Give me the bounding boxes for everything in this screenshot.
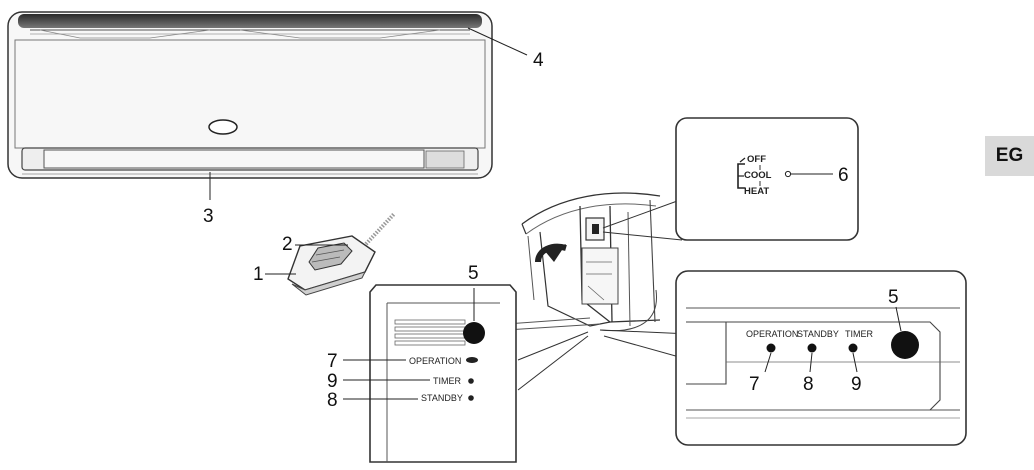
callout-7-right: 7 bbox=[749, 374, 760, 395]
left-operation-label: OPERATION bbox=[409, 356, 461, 366]
display-window bbox=[208, 119, 238, 135]
left-standby-label: STANDBY bbox=[421, 393, 463, 403]
signal-emitter bbox=[364, 212, 396, 246]
callout-8-right: 8 bbox=[803, 374, 814, 395]
right-timer-led bbox=[848, 343, 858, 353]
air-intake-grille bbox=[18, 14, 482, 28]
callout-9-left: 9 bbox=[327, 371, 338, 392]
selector-off-label: OFF bbox=[747, 154, 766, 165]
selector-cool-label: COOL bbox=[744, 170, 772, 181]
selector-heat-label: HEAT bbox=[744, 186, 769, 197]
callout-3: 3 bbox=[203, 206, 214, 227]
louver bbox=[43, 149, 425, 169]
right-display-panel: OPERATION STANDBY TIMER bbox=[675, 270, 967, 446]
callout-8-left: 8 bbox=[327, 390, 338, 411]
callout-5-right: 5 bbox=[888, 287, 899, 308]
remote-control bbox=[287, 212, 396, 296]
left-timer-led bbox=[468, 378, 474, 384]
callout-6: 6 bbox=[838, 165, 849, 186]
left-display-panel: OPERATION TIMER STANDBY bbox=[369, 284, 517, 463]
callout-4: 4 bbox=[533, 50, 544, 71]
remote-screen bbox=[308, 242, 353, 271]
right-operation-led bbox=[766, 343, 776, 353]
right-timer-label: TIMER bbox=[845, 329, 873, 339]
callout-1: 1 bbox=[253, 264, 264, 285]
indoor-unit bbox=[7, 11, 493, 179]
right-standby-label: STANDBY bbox=[797, 329, 839, 339]
open-front-panel-detail bbox=[505, 192, 661, 332]
callout-9-right: 9 bbox=[851, 374, 862, 395]
receiver-window-left bbox=[463, 322, 485, 344]
callout-2: 2 bbox=[282, 234, 293, 255]
left-standby-led bbox=[468, 395, 474, 401]
receiver-window-right bbox=[891, 331, 919, 359]
right-standby-led bbox=[807, 343, 817, 353]
language-badge: EG bbox=[985, 136, 1034, 176]
right-operation-label: OPERATION bbox=[746, 329, 798, 339]
selector-switch-zoom: OFF COOL HEAT bbox=[675, 117, 859, 241]
callout-5-left: 5 bbox=[468, 263, 479, 284]
selector-switch-knob bbox=[784, 170, 792, 178]
left-operation-led bbox=[466, 357, 478, 363]
callout-7-left: 7 bbox=[327, 351, 338, 372]
left-timer-label: TIMER bbox=[433, 376, 461, 386]
